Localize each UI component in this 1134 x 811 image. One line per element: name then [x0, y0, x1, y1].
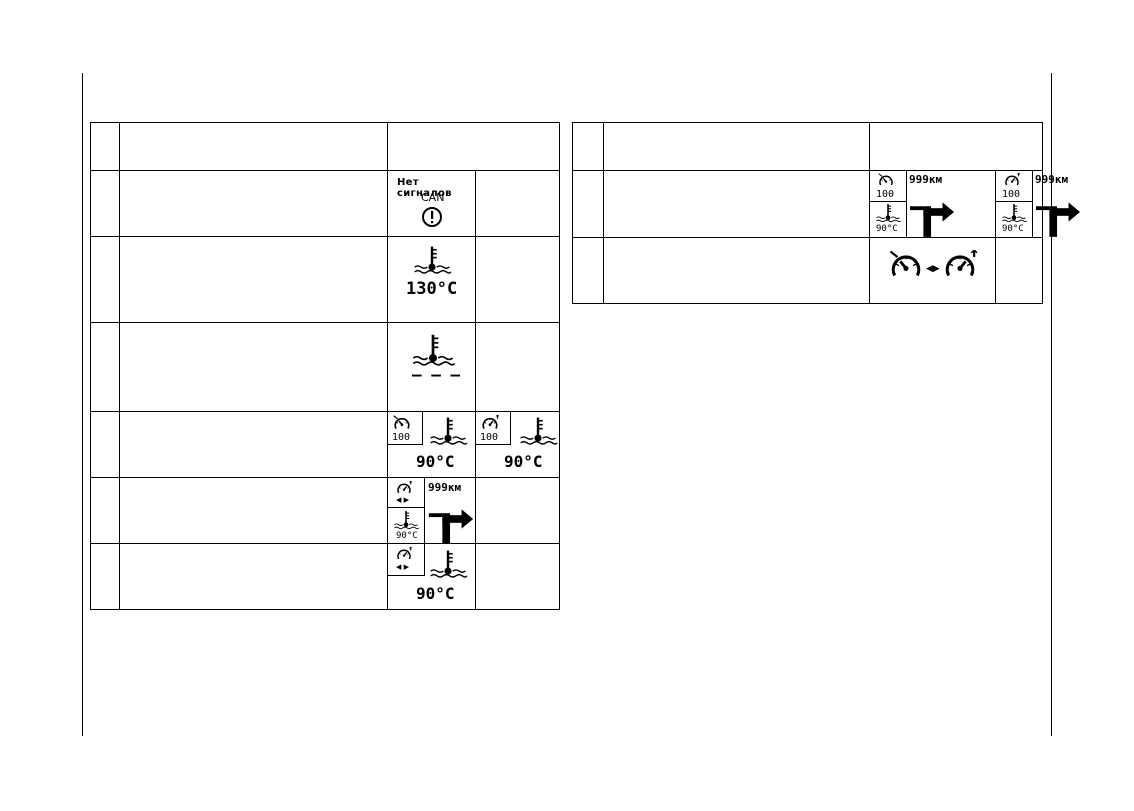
- coolant-thermometer-icon: [410, 333, 456, 367]
- speedometer-up-icon: [480, 415, 500, 433]
- row-num-cell: [90, 542, 120, 611]
- coolant-temperature: 90°C: [416, 451, 455, 471]
- coolant-thermometer-icon: [1000, 203, 1028, 223]
- speed-value: 100: [876, 189, 895, 201]
- row-desc-cell: [119, 542, 388, 611]
- display-cell: ◀ ▶ 90°C: [387, 542, 476, 611]
- display-cell-empty: [475, 476, 560, 544]
- header-display-cell: [869, 121, 1043, 172]
- speedometer-up-icon: [942, 250, 978, 284]
- table-row: 100 90°C 999км 100 90°C 999км: [572, 170, 1043, 238]
- speedometer-icon: [392, 415, 412, 433]
- display-cell-empty: [995, 236, 1043, 305]
- speedometer-adjust-icon: [394, 481, 414, 497]
- coolant-temperature: 90°C: [504, 451, 543, 471]
- row-desc-cell: [603, 236, 870, 305]
- display-cell: 100 90°C: [475, 410, 560, 478]
- speedometer-icon: [888, 250, 924, 284]
- table-row: ◀ ▶ 90°C: [90, 542, 560, 611]
- table-row: – – –: [90, 322, 560, 412]
- display-cell-empty: [475, 542, 560, 611]
- row-num-cell: [90, 170, 120, 238]
- display-cell-empty: [475, 322, 560, 412]
- navigation-distance: 999км: [909, 173, 943, 187]
- can-panel-subtitle: CAN: [421, 191, 445, 205]
- coolant-temperature: 90°C: [416, 583, 455, 603]
- left-status-table: Нет сигналов CAN 130°C: [90, 121, 560, 611]
- display-cell: Нет сигналов CAN: [387, 170, 476, 238]
- display-cell-empty: [475, 170, 560, 238]
- right-status-table: 100 90°C 999км 100 90°C 999км: [572, 121, 1043, 305]
- row-desc-cell: [119, 410, 388, 478]
- display-cell: – – –: [387, 322, 476, 412]
- row-num-cell: [572, 236, 604, 305]
- table-row: ◀ ▶ 90°C 999км: [90, 476, 560, 544]
- coolant-thermometer-icon: [518, 416, 558, 446]
- speedometer-icon: [876, 173, 896, 189]
- speed-value: 100: [1002, 189, 1021, 201]
- coolant-thermometer-icon: [428, 549, 468, 579]
- coolant-temperature-small: 90°C: [1002, 224, 1024, 235]
- table-header-row: [572, 121, 1043, 172]
- header-desc-cell: [603, 121, 870, 172]
- coolant-thermometer-icon: [428, 416, 468, 446]
- page-border-left: [82, 73, 83, 736]
- header-desc-cell: [119, 121, 388, 172]
- row-desc-cell: [119, 476, 388, 544]
- left-right-arrows-icon: ◀▶: [926, 263, 940, 274]
- header-num-cell: [90, 121, 120, 172]
- row-desc-cell: [119, 170, 388, 238]
- turn-right-arrow-icon: [428, 494, 474, 544]
- display-cell: ◀ ▶ 90°C 999км: [387, 476, 476, 544]
- display-cell: 100 90°C: [387, 410, 476, 478]
- coolant-thermometer-icon: [412, 245, 452, 275]
- coolant-thermometer-icon: [392, 510, 420, 530]
- turn-right-arrow-icon: [910, 187, 954, 237]
- table-row: 100 90°C 100 90°C: [90, 410, 560, 478]
- table-row: Нет сигналов CAN: [90, 170, 560, 238]
- navigation-distance: 999км: [428, 480, 462, 494]
- row-desc-cell: [119, 236, 388, 324]
- display-cell: ◀▶: [869, 236, 996, 305]
- header-num-cell: [572, 121, 604, 172]
- display-cell: 130°C: [387, 236, 476, 324]
- row-num-cell: [90, 236, 120, 324]
- speedometer-up-icon: [1002, 173, 1022, 189]
- left-right-arrows-icon: ◀ ▶: [396, 562, 409, 571]
- can-panel-title: Нет сигналов: [397, 177, 452, 200]
- coolant-temperature-hot: 130°C: [406, 279, 458, 300]
- row-num-cell: [90, 476, 120, 544]
- row-desc-cell: [119, 322, 388, 412]
- display-cell: 100 90°C 999км: [869, 170, 996, 238]
- coolant-thermometer-icon: [874, 203, 902, 223]
- display-cell: 100 90°C 999км: [995, 170, 1043, 238]
- table-header-row: [90, 121, 560, 172]
- coolant-temperature-small: 90°C: [876, 224, 898, 235]
- left-right-arrows-icon: ◀ ▶: [396, 495, 409, 504]
- table-row: 130°C: [90, 236, 560, 324]
- table-row: ◀▶: [572, 236, 1043, 305]
- warning-exclamation-icon: [422, 207, 442, 228]
- speed-value: 100: [392, 431, 411, 443]
- speed-value: 100: [480, 431, 499, 443]
- navigation-distance: 999км: [1035, 173, 1069, 187]
- header-display-cell: [387, 121, 560, 172]
- row-num-cell: [90, 322, 120, 412]
- turn-right-arrow-icon: [1036, 187, 1080, 237]
- row-desc-cell: [603, 170, 870, 238]
- speedometer-adjust-icon: [394, 547, 414, 563]
- coolant-temperature-no-data: – – –: [412, 365, 461, 385]
- row-num-cell: [90, 410, 120, 478]
- page-border-right: [1051, 73, 1052, 736]
- coolant-temperature-small: 90°C: [396, 530, 418, 541]
- display-cell-empty: [475, 236, 560, 324]
- row-num-cell: [572, 170, 604, 238]
